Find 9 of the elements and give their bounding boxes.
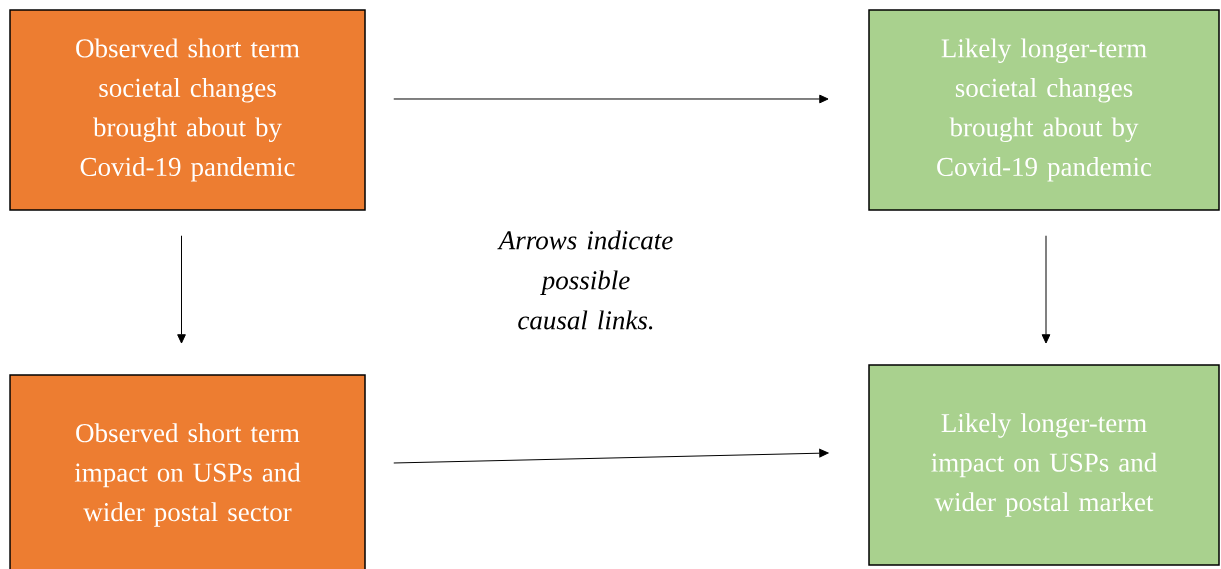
arrow [177, 235, 186, 344]
note-text: Arrows indicate possible causal links. [497, 230, 673, 330]
process-box: Observed short term impact on USPs and wider postal sector [9, 374, 366, 569]
arrow [1041, 235, 1051, 344]
process-box: Likely longer-term societal changes brought about by Covid-19 pandemic [868, 9, 1220, 211]
process-box: Observed short term societal changes brought about by Covid-19 pandemic [9, 9, 366, 211]
arrow [393, 448, 829, 464]
process-box: Likely longer-term impact on USPs and wider postal market [868, 364, 1220, 566]
arrow [393, 94, 829, 104]
